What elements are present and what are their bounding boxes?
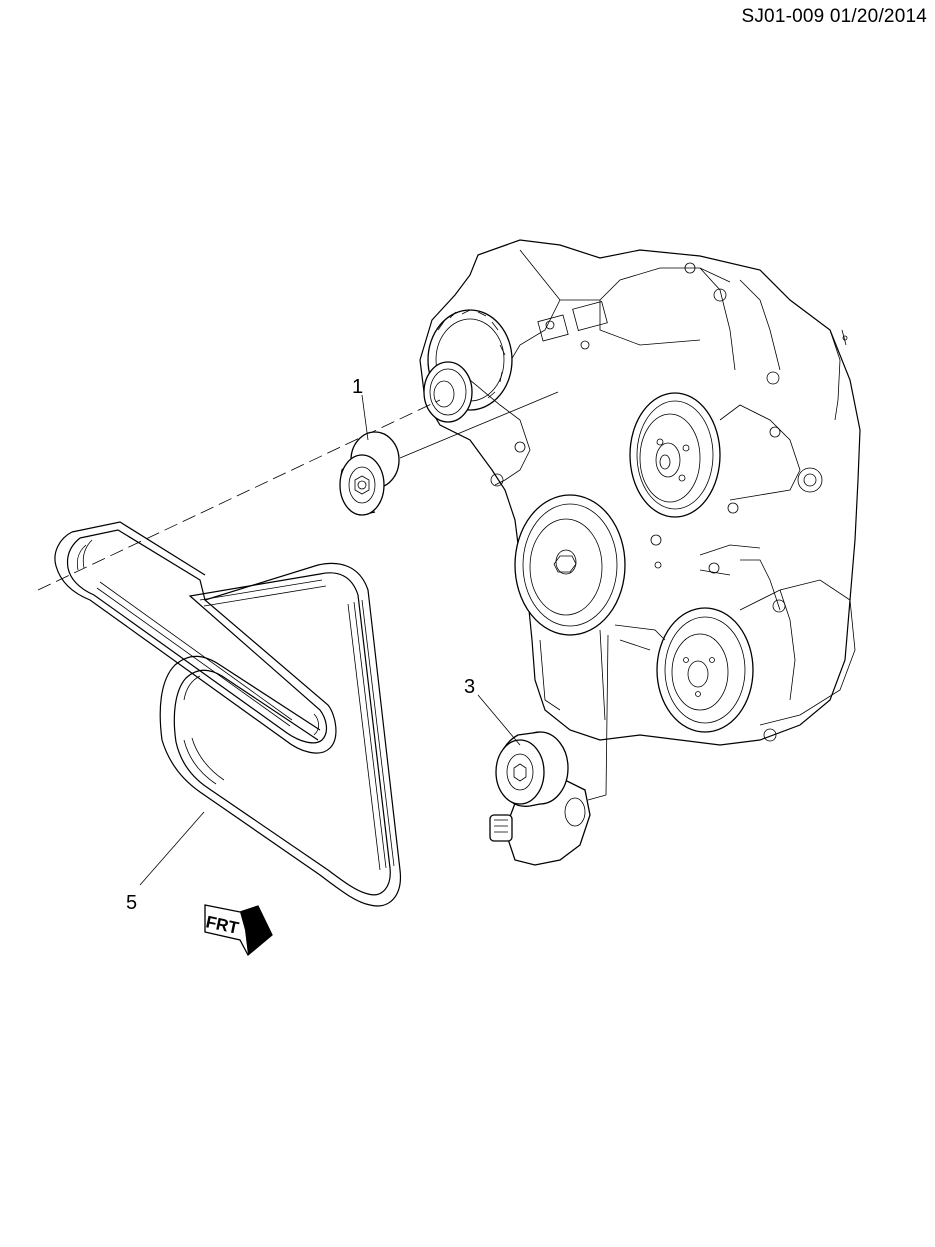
engine-icon <box>419 239 861 746</box>
pulley-icon <box>339 431 400 516</box>
callout-3: 3 <box>464 676 475 698</box>
drawing-code: SJ01-009 01/20/2014 <box>741 6 927 27</box>
callout-1: 1 <box>352 376 363 398</box>
callout-5: 5 <box>126 892 137 914</box>
tensioner-icon <box>489 731 591 866</box>
front-direction-arrow-icon: FRT <box>204 904 273 957</box>
belt-icon <box>54 521 402 907</box>
